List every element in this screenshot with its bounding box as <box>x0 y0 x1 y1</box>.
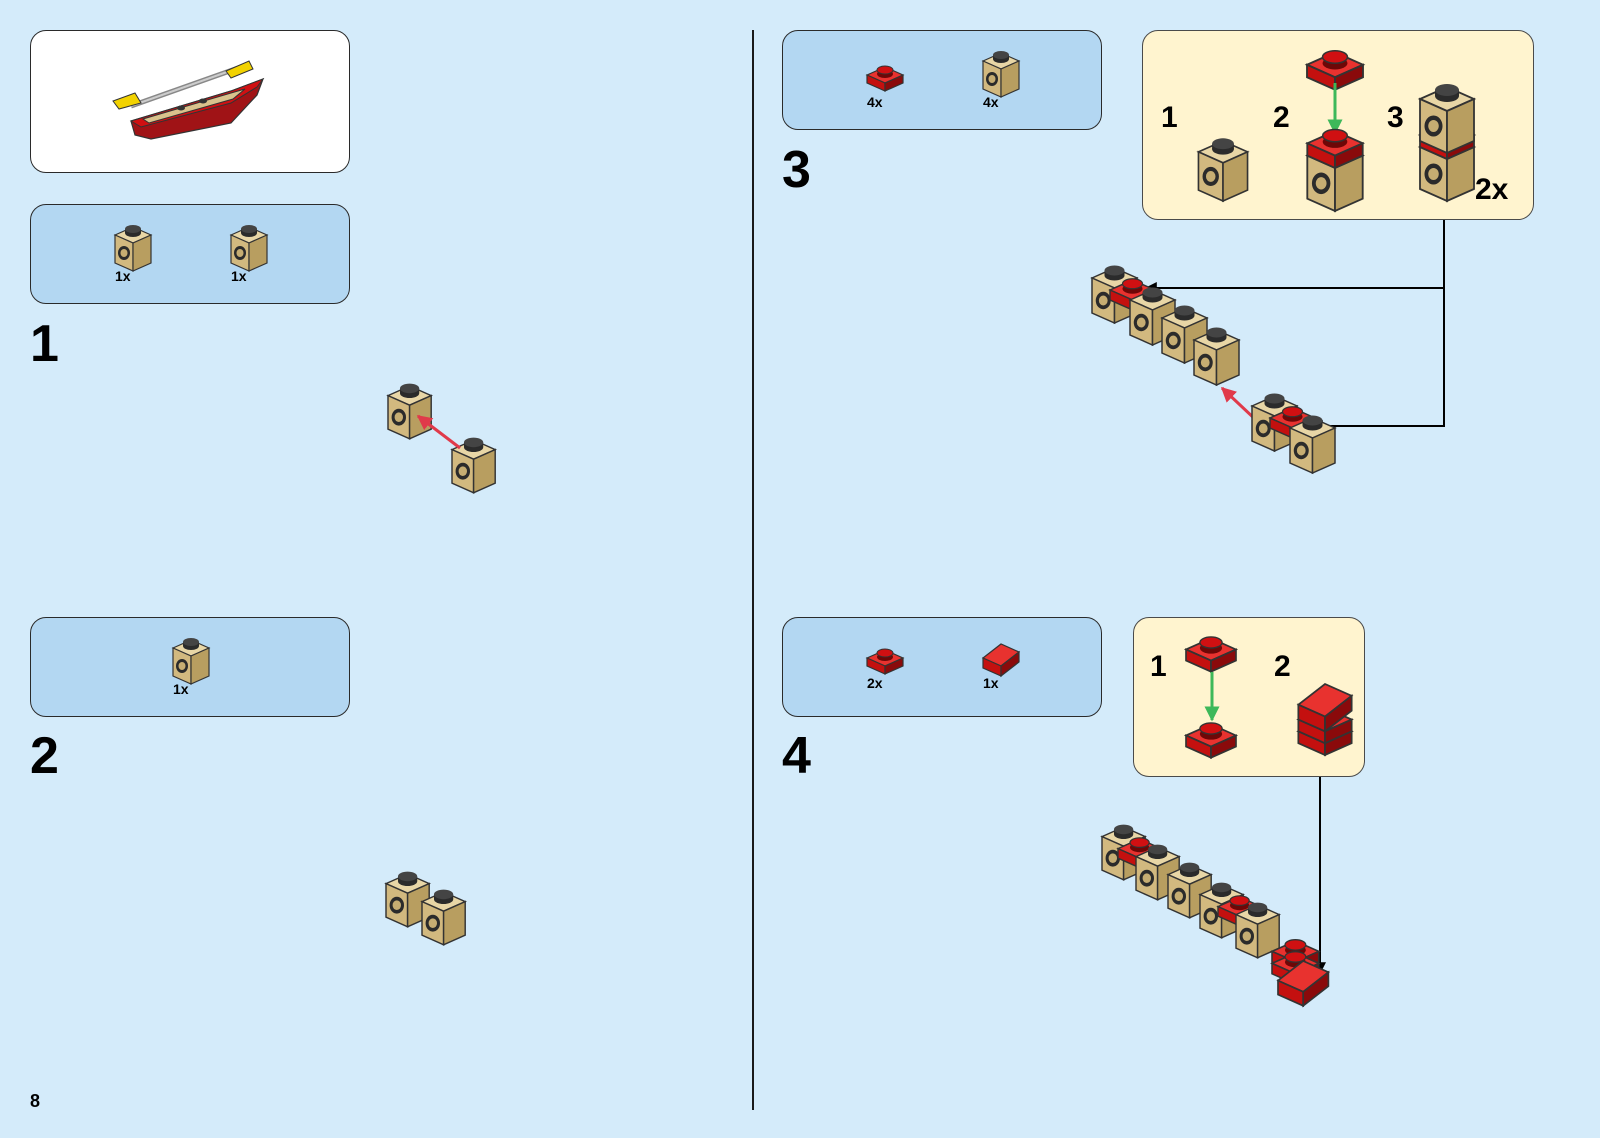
red-slope-1x1-icon <box>983 644 1019 676</box>
step-3-assembly-illustration <box>1086 220 1546 460</box>
red-plate-1x1-icon <box>867 67 903 91</box>
tan-brick-1x1-stud-side-icon <box>115 227 151 271</box>
step-number: 2 <box>30 730 59 782</box>
tan-brick-1x1-stud-side-icon <box>231 227 267 271</box>
step-2-assembly-illustration <box>382 870 492 980</box>
part-quantity: 1x <box>115 269 131 283</box>
step-1-parts-box: 1x 1x <box>30 204 350 304</box>
substep-number: 2 <box>1274 652 1291 682</box>
part-quantity: 2x <box>867 676 883 690</box>
step-3-parts-box: 4x 4x <box>782 30 1102 130</box>
model-preview-box <box>30 30 350 173</box>
step-3-subassembly-box: 1 2 3 2x <box>1142 30 1534 220</box>
substep-number: 1 <box>1150 652 1167 682</box>
green-arrow-down-icon <box>1202 670 1222 726</box>
red-plate-1x1-icon <box>1186 724 1236 758</box>
substep-number: 1 <box>1161 103 1178 133</box>
part-quantity: 4x <box>867 95 883 109</box>
stacked-brick-assembly-icon <box>1419 87 1475 201</box>
multiplier-label: 2x <box>1475 175 1508 205</box>
step-4-parts-box: 2x 1x <box>782 617 1102 717</box>
part-quantity: 1x <box>983 676 999 690</box>
boat-model-icon <box>31 31 351 174</box>
page-number: 8 <box>30 1092 40 1110</box>
step-number: 1 <box>30 318 59 370</box>
substep-number: 2 <box>1273 103 1290 133</box>
tan-brick-1x1-stud-side-icon <box>983 53 1019 97</box>
part-quantity: 1x <box>173 682 189 696</box>
red-plate-1x1-icon <box>1186 638 1236 672</box>
part-quantity: 4x <box>983 95 999 109</box>
red-plate-on-tan-brick-icon <box>1307 131 1363 211</box>
step-1-assembly-illustration <box>382 380 532 510</box>
red-slope-on-plates-icon <box>1298 684 1352 758</box>
step-number: 4 <box>782 730 811 782</box>
step-4-subassembly-box: 1 2 <box>1133 617 1365 777</box>
step-number: 3 <box>782 144 811 196</box>
step-4-assembly-illustration <box>1096 777 1396 1037</box>
red-plate-1x1-icon <box>867 650 903 674</box>
tan-brick-1x1-stud-side-icon <box>1193 141 1253 201</box>
tan-brick-1x1-stud-side-icon <box>173 640 209 684</box>
part-quantity: 1x <box>231 269 247 283</box>
substep-number: 3 <box>1387 103 1404 133</box>
page-divider <box>752 30 754 1110</box>
step-2-parts-box: 1x <box>30 617 350 717</box>
